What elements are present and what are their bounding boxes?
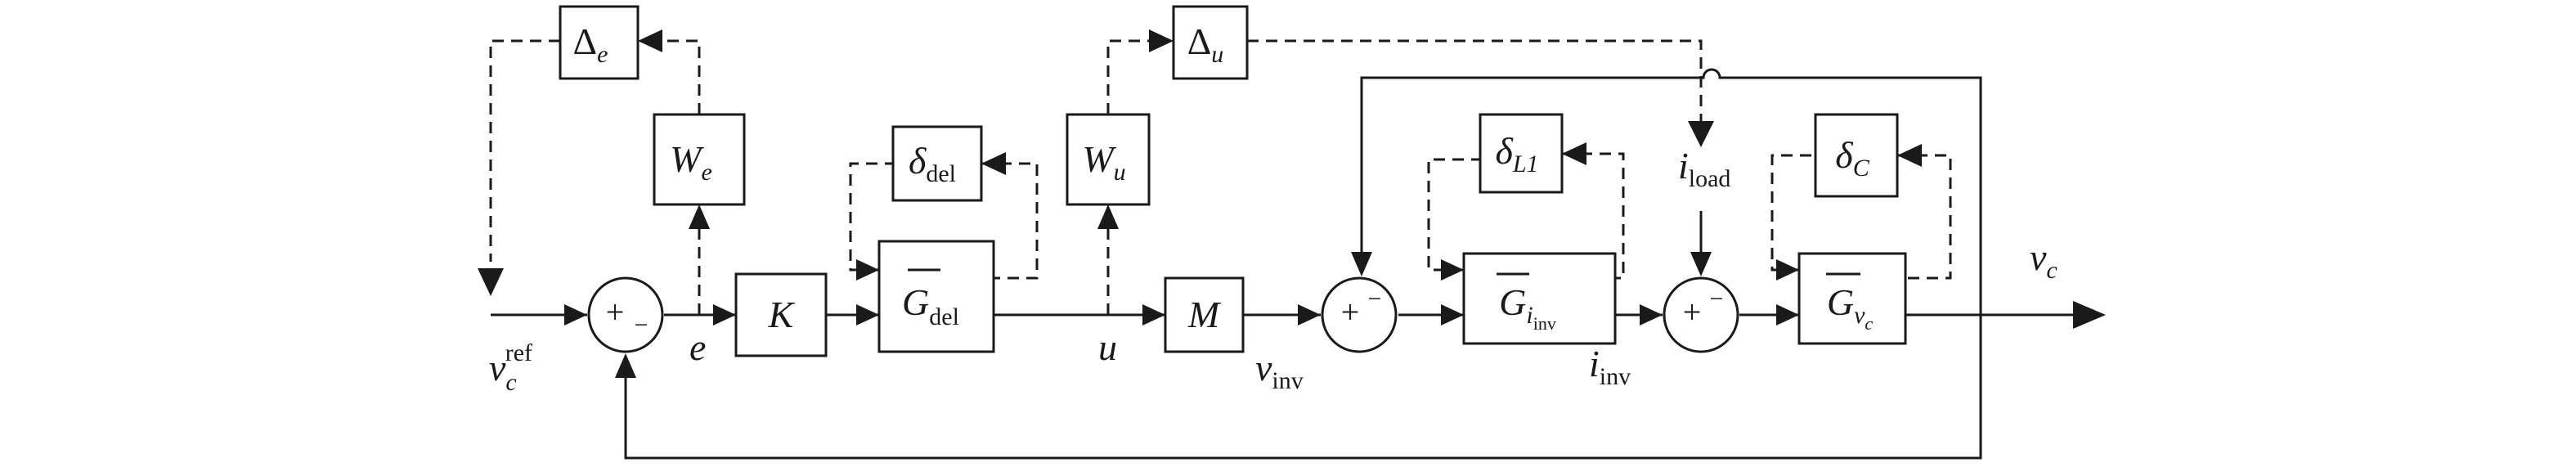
block-delta-l1: δL1 xyxy=(1479,113,1564,194)
svg-text:δdel: δdel xyxy=(909,140,956,187)
arrowheads xyxy=(478,29,2106,378)
solid-signal-lines xyxy=(491,68,2073,460)
svg-text:Wu: Wu xyxy=(1082,138,1125,186)
block-k: K xyxy=(734,272,828,357)
arrow-into-g-iinv-unc xyxy=(1441,259,1464,281)
arrow-into-we xyxy=(689,204,710,229)
arrow-into-delta-e xyxy=(638,29,662,52)
arrow-into-sum2 xyxy=(1298,304,1321,326)
svg-text:M: M xyxy=(1187,294,1222,335)
label-e: e xyxy=(689,326,706,368)
arrow-into-delta-l1 xyxy=(1562,142,1586,165)
block-g-vc: Gvc xyxy=(1797,252,1907,345)
block-g-del: Gdel xyxy=(877,240,995,353)
sum2-plus: + xyxy=(1341,294,1360,330)
block-delta-del: δdel xyxy=(891,125,983,202)
svg-text:Giinv: Giinv xyxy=(1499,281,1556,334)
block-delta-c: δC xyxy=(1814,113,1899,198)
arrow-into-wu xyxy=(1097,204,1119,229)
block-delta-e: Δe xyxy=(559,5,640,80)
svg-text:Gvc: Gvc xyxy=(1827,281,1874,334)
arrow-output-vc xyxy=(2073,301,2106,329)
arrow-into-delta-u xyxy=(1149,29,1174,52)
arrow-iload-sum3 xyxy=(1690,252,1712,276)
svg-text:Δu: Δu xyxy=(1187,20,1224,68)
arrow-into-vref xyxy=(478,268,504,296)
arrow-into-delta-del xyxy=(981,152,1006,175)
svg-text:Gdel: Gdel xyxy=(902,281,959,330)
sum3-minus: − xyxy=(1710,285,1724,312)
block-m: M xyxy=(1164,276,1245,353)
arrow-into-g-iinv xyxy=(1441,304,1464,326)
label-v-c: vc xyxy=(2030,236,2058,284)
arrow-into-g-vc xyxy=(1776,304,1799,326)
arrow-into-sum3 xyxy=(1640,304,1663,326)
svg-text:δC: δC xyxy=(1835,134,1869,182)
block-w-u: Wu xyxy=(1066,113,1151,206)
svg-text:Δe: Δe xyxy=(573,20,608,68)
label-i-load: iload xyxy=(1678,145,1730,192)
arrow-into-iload xyxy=(1688,121,1714,147)
arrow-into-g-del-unc xyxy=(856,259,879,281)
svg-text:K: K xyxy=(768,294,796,335)
block-g-iinv: Giinv xyxy=(1462,252,1617,345)
sum1-minus: − xyxy=(635,312,648,339)
label-v-c-ref: vcref xyxy=(489,339,532,396)
sum3-plus: + xyxy=(1683,294,1702,330)
arrow-into-g-del xyxy=(856,304,879,326)
arrow-into-delta-c xyxy=(1897,144,1922,167)
block-w-e: We xyxy=(653,113,746,206)
label-i-inv: iinv xyxy=(1589,343,1631,390)
summing-junction-2: + − xyxy=(1321,276,1398,353)
summing-junction-3: + − xyxy=(1663,276,1739,353)
arrow-into-g-vc-unc xyxy=(1776,259,1799,281)
arrow-feedback-sum1 xyxy=(615,353,636,378)
sum1-plus: + xyxy=(606,294,625,330)
arrow-into-m xyxy=(1142,304,1165,326)
svg-text:δL1: δL1 xyxy=(1495,130,1538,177)
arrow-into-k xyxy=(713,304,736,326)
label-u: u xyxy=(1098,326,1117,368)
block-delta-u: Δu xyxy=(1172,5,1249,80)
arrow-into-sum1 xyxy=(564,304,587,326)
label-v-inv: vinv xyxy=(1255,347,1304,394)
svg-text:We: We xyxy=(670,138,712,186)
arrow-feedback-sum2 xyxy=(1351,252,1372,276)
summing-junction-1: + − xyxy=(587,276,664,353)
dashed-uncertainty-lines xyxy=(489,39,1952,315)
sum2-minus: − xyxy=(1368,285,1382,312)
